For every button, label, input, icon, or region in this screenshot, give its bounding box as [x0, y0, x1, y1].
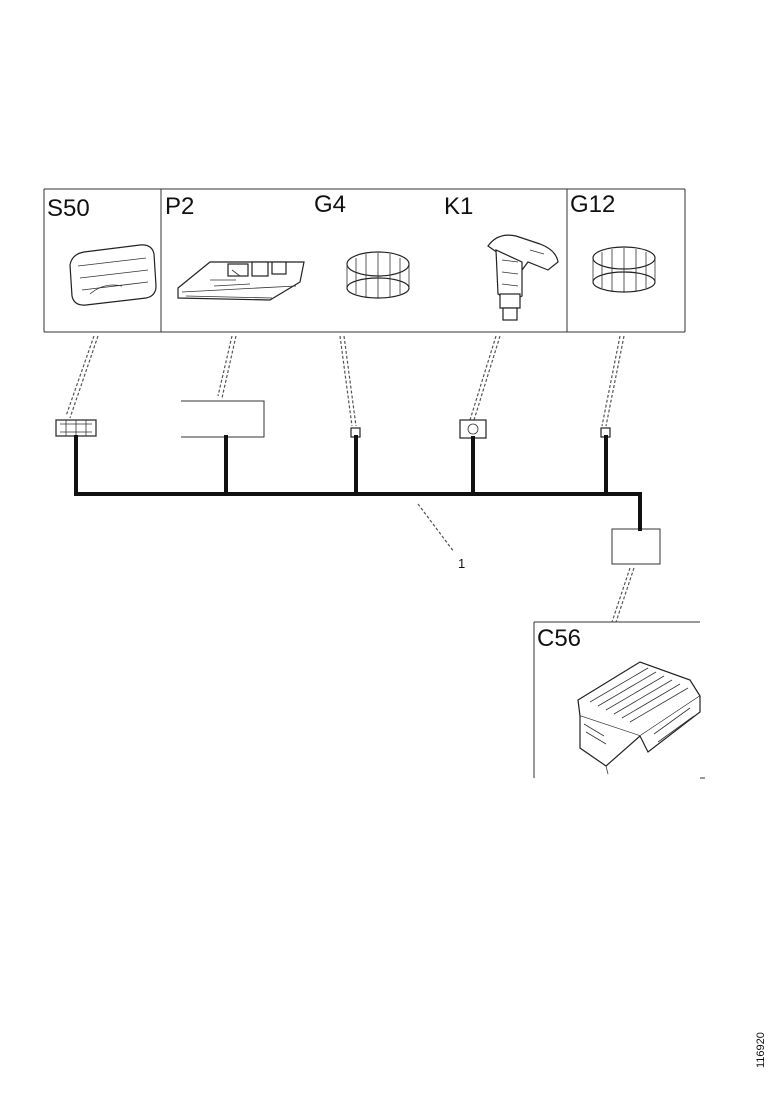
k1-connector	[459, 419, 487, 439]
label-s50: S50	[47, 195, 90, 222]
c56-panel	[533, 621, 705, 779]
p2-module-drawing	[177, 261, 305, 301]
connectors	[55, 400, 661, 565]
figure-number: 116920	[755, 1032, 767, 1068]
g12-sensor-drawing	[592, 246, 656, 293]
c56-unit-drawing	[577, 661, 701, 775]
leader-lines	[65, 335, 625, 427]
c56-connector	[611, 528, 661, 565]
k1-coil-drawing	[487, 234, 559, 321]
label-g4: G4	[314, 191, 346, 218]
label-g12: G12	[570, 191, 615, 218]
callout-1: 1	[458, 556, 465, 571]
g4-sensor-drawing	[346, 251, 410, 299]
label-c56: C56	[537, 625, 581, 652]
wiring-harness	[74, 435, 642, 531]
s50-switch-drawing	[69, 244, 157, 306]
c56-leader	[611, 567, 631, 623]
component-panel	[43, 188, 686, 333]
label-p2: P2	[165, 193, 194, 220]
callout-leader	[417, 503, 455, 553]
p2-connector	[181, 400, 265, 438]
label-k1: K1	[444, 193, 473, 220]
